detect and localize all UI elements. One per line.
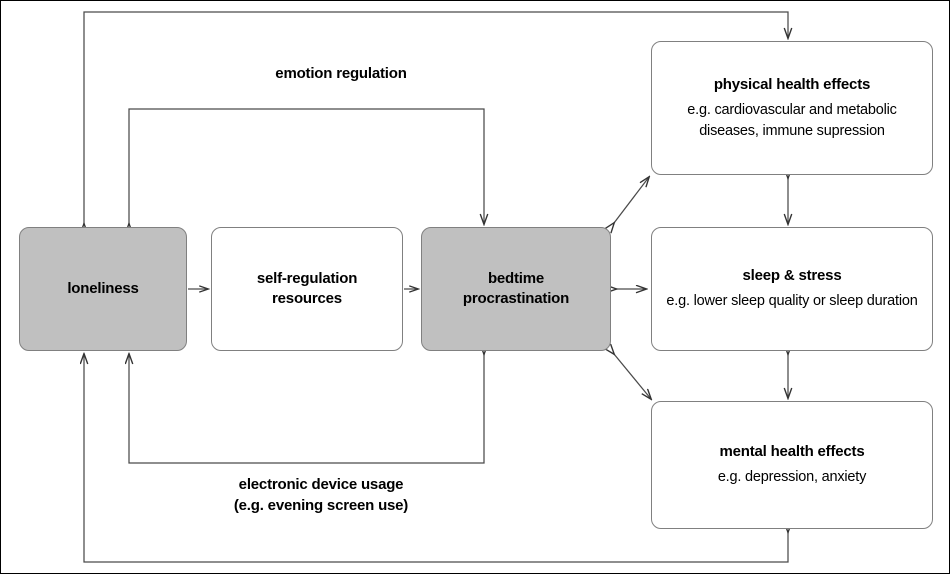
node-sleep-and-stress-detail: e.g. lower sleep quality or sleep durati…	[666, 293, 918, 309]
edge-bedtime-to-physical-health	[614, 177, 649, 223]
node-physical-health-effects[interactable]: physical health effects e.g. cardiovascu…	[651, 41, 933, 175]
node-loneliness-title: loneliness	[67, 280, 139, 297]
node-self-regulation-resources-title: self-regulation resources	[256, 270, 358, 307]
node-self-regulation-resources[interactable]: self-regulation resources	[211, 227, 403, 351]
node-physical-health-effects-title: physical health effects	[713, 75, 871, 93]
node-mental-health-effects[interactable]: mental health effects e.g. depression, a…	[651, 401, 933, 529]
edge-label-electronic-device-usage: electronic device usage (e.g. evening sc…	[233, 476, 409, 514]
node-physical-health-effects-detail: e.g. cardiovascular and metabolic diseas…	[687, 101, 897, 139]
edge-bedtime-to-mental-health	[614, 354, 651, 399]
edge-electronic-device-usage-loop	[129, 354, 484, 464]
edge-emotion-regulation-loop	[129, 108, 484, 224]
node-mental-health-effects-detail: e.g. depression, anxiety	[717, 469, 867, 485]
node-bedtime-procrastination[interactable]: bedtime procrastination	[421, 227, 611, 351]
node-loneliness[interactable]: loneliness	[19, 227, 187, 351]
node-bedtime-procrastination-title: bedtime procrastination	[462, 270, 570, 307]
edge-label-emotion-regulation: emotion regulation	[275, 65, 407, 82]
node-sleep-and-stress[interactable]: sleep & stress e.g. lower sleep quality …	[651, 227, 933, 351]
node-mental-health-effects-title: mental health effects	[719, 443, 865, 460]
node-sleep-and-stress-title: sleep & stress	[742, 267, 842, 284]
